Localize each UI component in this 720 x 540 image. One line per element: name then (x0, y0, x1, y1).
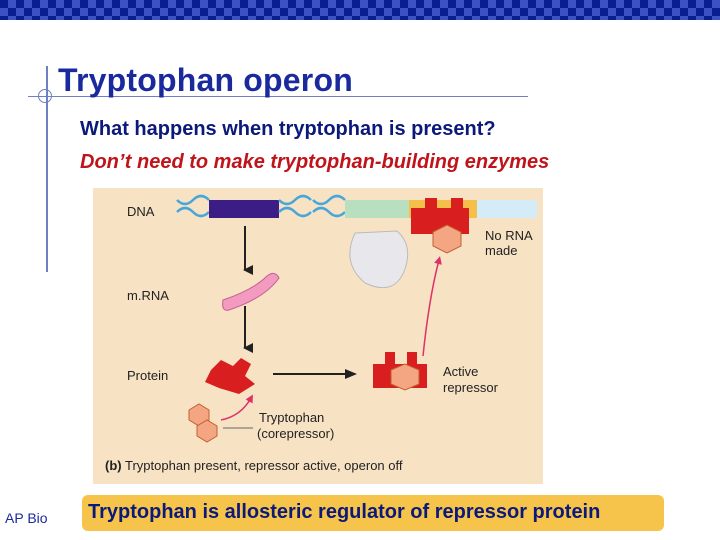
tryptophan-label-2: (corepressor) (257, 426, 335, 441)
tryptophan-molecule (188, 403, 218, 443)
no-rna-made-label: No RNA made (485, 228, 532, 258)
bound-repressor (411, 198, 469, 254)
promoter-gene-block (209, 200, 279, 218)
footer-label: AP Bio (5, 510, 48, 526)
promoter-region (345, 200, 409, 218)
trp-genes-region (477, 200, 537, 218)
decorative-vertical-line (46, 66, 48, 272)
active-repressor-label-1: Active (443, 364, 479, 379)
rna-polymerase-shape (349, 230, 409, 289)
operon-diagram (176, 194, 537, 443)
mrna-strand (222, 272, 280, 311)
caption-text: Tryptophan present, repressor active, op… (125, 458, 403, 473)
protein-label: Protein (127, 368, 169, 383)
active-repressor (373, 352, 427, 391)
dna-label: DNA (127, 204, 155, 219)
slide-title: Tryptophan operon (58, 62, 353, 98)
top-checkered-bar (0, 0, 720, 20)
callout-box: Tryptophan is allosteric regulator of re… (82, 495, 664, 531)
caption-prefix: (b) (105, 458, 122, 473)
operon-figure: DNA No RNA made m.RNA Protein Active rep… (93, 188, 543, 484)
decorative-horizontal-line (28, 96, 528, 97)
mrna-label: m.RNA (127, 288, 169, 303)
inactive-repressor (205, 358, 255, 394)
active-repressor-label-2: repressor (443, 380, 498, 395)
crosshair-icon (38, 89, 52, 103)
callout-text: Tryptophan is allosteric regulator of re… (88, 501, 601, 523)
bullet-question: What happens when tryptophan is present? (80, 118, 496, 140)
tryptophan-label-1: Tryptophan (259, 410, 325, 425)
bullet-answer: Don’t need to make tryptophan-building e… (80, 151, 550, 173)
dna-strand (176, 194, 537, 218)
